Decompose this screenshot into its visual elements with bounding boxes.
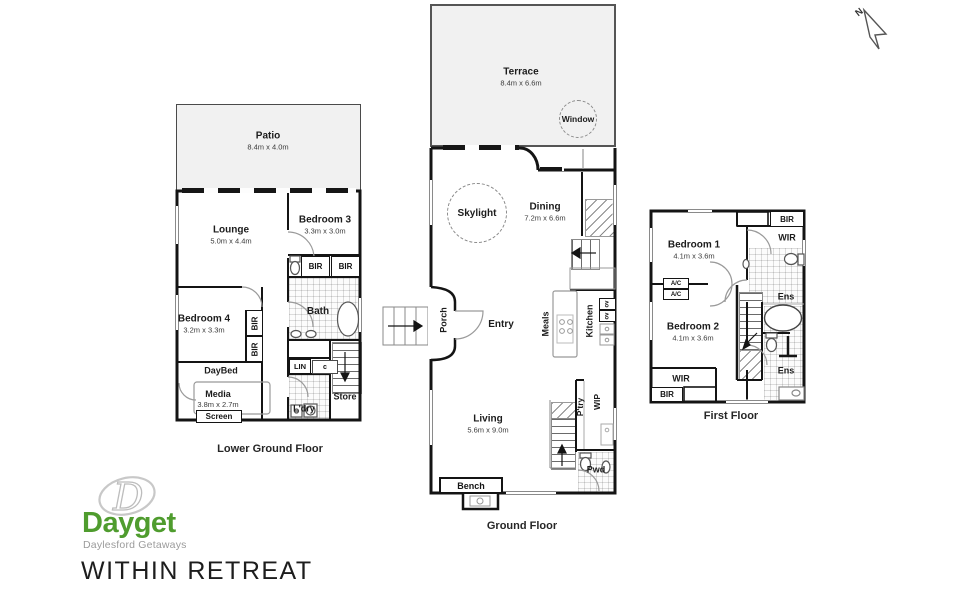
- bir-box-lg-2: BIR: [331, 256, 360, 277]
- room-label-living: Living 5.6m x 9.0m: [467, 413, 509, 435]
- cooktop-icon: [556, 314, 574, 344]
- brand-tagline: Daylesford Getaways: [83, 539, 187, 551]
- basin-icons-lg: [290, 329, 317, 339]
- bathtub-icon-lg: [336, 301, 360, 337]
- patio-area: [176, 104, 361, 191]
- first-floor-door-arcs: [709, 229, 772, 366]
- room-label-lounge: Lounge 5.0m x 4.4m: [210, 224, 252, 246]
- room-label-pantry: P'try: [574, 397, 585, 417]
- room-label-wir-bottom: WIR: [672, 373, 690, 384]
- entry-door-arc: [454, 310, 484, 340]
- powder-fixtures: [579, 452, 611, 474]
- stairs-first-diag: [739, 350, 763, 380]
- room-label-patio: Patio 8.4m x 4.0m: [247, 130, 289, 152]
- linen-box: LIN: [289, 359, 311, 374]
- stairs-store-arrow: [340, 352, 350, 383]
- toilet-icon-lg: [289, 255, 301, 276]
- room-label-wip: WIP: [591, 393, 602, 411]
- bench-box: Bench: [439, 477, 503, 494]
- patio-door-band: [182, 188, 356, 193]
- ground-windows: [428, 180, 618, 496]
- property-title: WITHIN RETREAT: [81, 557, 313, 585]
- room-label-daybed: DayBed: [204, 365, 238, 376]
- bir-box-lg-3: BIR: [246, 310, 263, 336]
- fireplace-icon: [461, 493, 500, 511]
- room-label-powder: Pwd: [586, 464, 606, 475]
- room-label-porch: Porch: [438, 307, 449, 333]
- kitchen-island: [552, 290, 578, 358]
- north-label: N: [853, 6, 865, 19]
- room-label-bath: Bath: [306, 306, 330, 317]
- skylight-marker: Skylight: [447, 183, 507, 243]
- room-label-dining: Dining 7.2m x 6.6m: [524, 201, 566, 223]
- terrace-door-band: [443, 145, 519, 150]
- room-label-store: Store: [333, 391, 357, 402]
- stairs-ground-upper-arrow: [570, 246, 596, 260]
- caption-lower-ground: Lower Ground Floor: [217, 443, 323, 455]
- room-label-bedroom1: Bedroom 1 4.1m x 3.6m: [667, 239, 721, 261]
- room-label-wir-top: WIR: [778, 232, 796, 243]
- stairs-ground-lower-arrow: [557, 443, 567, 466]
- window-marker: Window: [559, 100, 597, 138]
- screen-box: Screen: [196, 410, 242, 423]
- room-label-laundry: L'dry: [293, 403, 315, 414]
- towel-rail-icon: [779, 336, 797, 358]
- room-label-bedroom3: Bedroom 3 3.3m x 3.0m: [298, 214, 352, 236]
- room-label-media: Media 3.8m x 2.7m: [197, 389, 239, 409]
- ground-step-arc: [519, 146, 540, 171]
- dining-window-band: [540, 167, 564, 171]
- caption-ground: Ground Floor: [486, 520, 558, 532]
- powder-door-arc: [577, 469, 600, 492]
- toilet-icon-ens-upper: [783, 252, 805, 266]
- bathtub-icon-first: [763, 304, 803, 332]
- room-label-meals: Meals: [540, 311, 551, 337]
- room-label-terrace: Terrace 8.4m x 6.6m: [500, 66, 542, 88]
- ground-walls: [570, 172, 616, 452]
- dayget-monogram: D: [98, 474, 156, 520]
- caption-first: First Floor: [703, 410, 759, 422]
- room-label-kitchen: Kitchen: [584, 304, 595, 338]
- stairs-ground-upper-diag: [585, 199, 616, 237]
- oven-box-lower: ov: [599, 310, 616, 322]
- basin-icon-ens-upper: [742, 258, 750, 270]
- bir-box-first-top: BIR: [770, 211, 804, 227]
- room-label-bedroom4: Bedroom 4 3.2m x 3.3m: [177, 313, 231, 335]
- room-label-ens-lower: Ens: [777, 365, 795, 376]
- ac-box-upper: A/C: [663, 278, 689, 289]
- wip-fridge-icon: [600, 423, 614, 446]
- brand-name: Dayget: [82, 507, 176, 539]
- connector-arrow: [388, 319, 424, 333]
- room-label-ens-upper: Ens: [777, 291, 795, 302]
- lower-ground-windows: [174, 206, 363, 332]
- oven-box-upper: ov: [599, 298, 616, 310]
- room-label-entry: Entry: [488, 319, 514, 330]
- stairs-first-arrow: [741, 332, 758, 351]
- ac-box-lower: A/C: [663, 289, 689, 300]
- stairs-ground-lower-walls: [549, 400, 576, 469]
- shower-icon-first: [778, 386, 805, 401]
- bir-box-first-bottom: BIR: [651, 387, 683, 402]
- monogram-letter: D: [112, 475, 143, 519]
- bir-box-lg-1: BIR: [301, 256, 330, 277]
- north-arrow-icon: N: [853, 6, 888, 50]
- stairs-ground-lower: [551, 418, 576, 470]
- cupboard-box: c: [312, 360, 338, 374]
- bir-box-lg-4: BIR: [246, 336, 263, 362]
- toilet-icon-ens-lower: [765, 332, 778, 353]
- room-label-bedroom2: Bedroom 2 4.1m x 3.6m: [666, 321, 720, 343]
- porch-walls: [430, 285, 457, 362]
- laundry-appliance-icons: [290, 403, 318, 418]
- wall-oven-icons: [599, 323, 615, 346]
- lower-ground-door-arcs: [178, 231, 315, 401]
